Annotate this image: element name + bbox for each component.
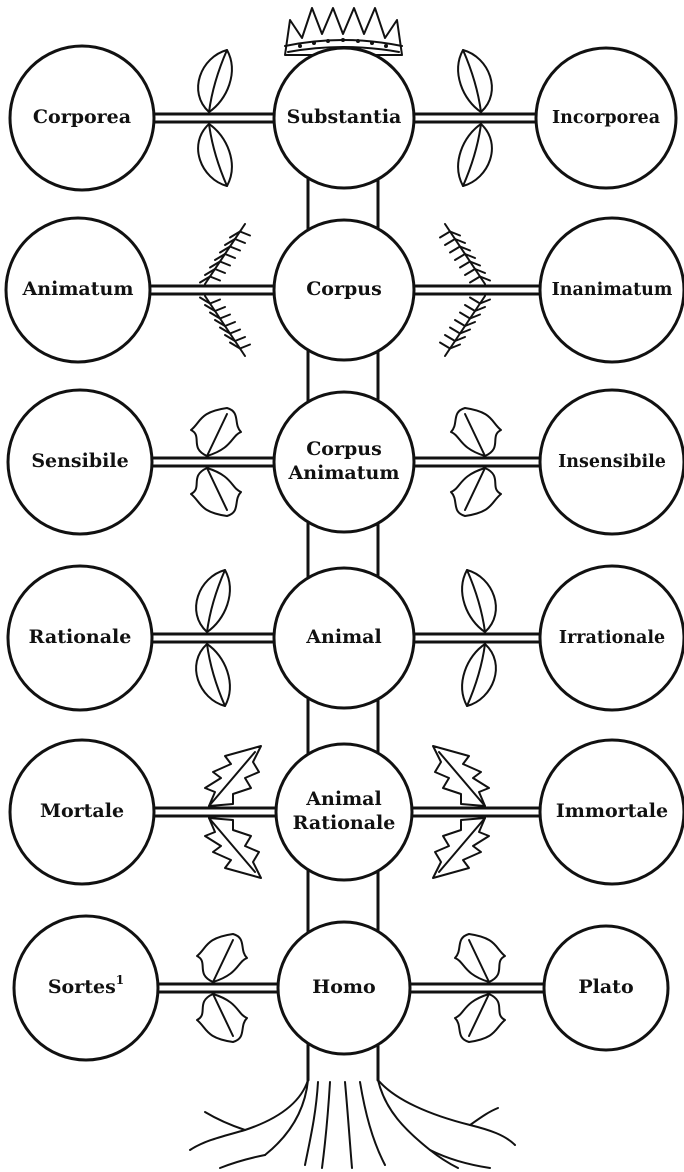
- simple-leaf-icon: [198, 124, 232, 186]
- right-branch: [414, 286, 540, 294]
- center-node: Substantia: [274, 48, 414, 188]
- simple-leaf-icon: [462, 644, 496, 706]
- left-node-label: Sensibile: [31, 450, 128, 472]
- right-node: Immortale: [540, 740, 684, 884]
- left-branch: [154, 114, 274, 122]
- center-node-label: Animal: [305, 788, 381, 810]
- holly-leaf-icon: [433, 818, 489, 878]
- tree-level: Sortes1 Homo Plato: [14, 916, 668, 1060]
- label-text: Animatum: [22, 278, 134, 300]
- right-branch: [410, 984, 544, 992]
- simple-leaf-icon: [462, 570, 496, 632]
- right-node: Inanimatum: [540, 218, 684, 362]
- right-node-label: Plato: [578, 976, 633, 998]
- right-branch: [412, 808, 540, 816]
- center-node: Corpus: [274, 220, 414, 360]
- left-branch: [152, 634, 274, 642]
- oak-leaf-icon: [455, 994, 505, 1042]
- left-node-label: Mortale: [40, 800, 124, 822]
- left-node: Sensibile: [8, 390, 152, 534]
- right-node: Irrationale: [540, 566, 684, 710]
- right-node: Incorporea: [536, 48, 676, 188]
- simple-leaf-icon: [458, 50, 492, 112]
- label-text: Mortale: [40, 800, 124, 822]
- right-node: Plato: [544, 926, 668, 1050]
- tree-level: Rationale Animal Irrationale: [8, 566, 684, 710]
- right-node-label: Incorporea: [552, 108, 660, 128]
- simple-leaf-icon: [198, 50, 232, 112]
- left-node: Corporea: [10, 46, 154, 190]
- left-node: Sortes1: [14, 916, 158, 1060]
- left-node-label: Rationale: [29, 626, 132, 648]
- left-node-label: Sortes1: [48, 973, 124, 999]
- right-node-label: Inanimatum: [552, 280, 673, 300]
- fern-frond-icon: [440, 224, 490, 284]
- label-text: Inanimatum: [552, 280, 673, 300]
- label-text: Incorporea: [552, 108, 660, 128]
- center-node-label: Rationale: [293, 812, 396, 834]
- holly-leaf-icon: [205, 746, 261, 806]
- center-node-label: Homo: [312, 976, 375, 998]
- oak-leaf-icon: [191, 468, 241, 516]
- right-node-label: Irrationale: [559, 628, 665, 648]
- center-node-label: Substantia: [287, 106, 402, 128]
- roots-icon: [190, 1080, 515, 1168]
- right-branch: [414, 634, 540, 642]
- right-node: Insensibile: [540, 390, 684, 534]
- label-text: Sensibile: [31, 450, 128, 472]
- tree-level: Animatum Corpus Inanimatum: [6, 218, 684, 362]
- right-branch: [414, 114, 536, 122]
- simple-leaf-icon: [458, 124, 492, 186]
- left-node-label: Animatum: [22, 278, 134, 300]
- right-branch: [414, 458, 540, 466]
- oak-leaf-icon: [191, 408, 241, 456]
- tree-level: Corporea Substantia Incorporea: [10, 46, 676, 190]
- center-node: Animal: [274, 568, 414, 708]
- left-branch: [158, 984, 278, 992]
- oak-leaf-icon: [197, 934, 247, 982]
- label-text: Irrationale: [559, 628, 665, 648]
- center-node-label: Corpus: [306, 438, 382, 460]
- label-text: Rationale: [29, 626, 132, 648]
- right-node-label: Insensibile: [558, 452, 666, 472]
- left-node: Rationale: [8, 566, 152, 710]
- fern-frond-icon: [440, 296, 490, 356]
- left-node-label: Corporea: [33, 106, 131, 128]
- left-node: Animatum: [6, 218, 150, 362]
- oak-leaf-icon: [455, 934, 505, 982]
- left-branch: [152, 458, 274, 466]
- tree-level: Sensibile CorpusAnimatum Insensibile: [8, 390, 684, 534]
- oak-leaf-icon: [451, 408, 501, 456]
- footnote-marker: 1: [116, 973, 124, 987]
- label-text: Immortale: [556, 800, 668, 822]
- left-branch: [154, 808, 276, 816]
- fern-frond-icon: [200, 296, 250, 356]
- simple-leaf-icon: [196, 644, 230, 706]
- left-branch: [150, 286, 274, 294]
- holly-leaf-icon: [433, 746, 489, 806]
- center-node-label: Corpus: [306, 278, 382, 300]
- label-text: Sortes: [48, 976, 116, 998]
- left-node: Mortale: [10, 740, 154, 884]
- fern-frond-icon: [200, 224, 250, 284]
- center-node-label: Animal: [305, 626, 381, 648]
- center-node: Homo: [278, 922, 410, 1054]
- label-text: Corporea: [33, 106, 131, 128]
- holly-leaf-icon: [205, 818, 261, 878]
- oak-leaf-icon: [451, 468, 501, 516]
- label-text: Insensibile: [558, 452, 666, 472]
- oak-leaf-icon: [197, 994, 247, 1042]
- right-node-label: Immortale: [556, 800, 668, 822]
- center-node-label: Animatum: [288, 462, 400, 484]
- label-text: Plato: [578, 976, 633, 998]
- simple-leaf-icon: [196, 570, 230, 632]
